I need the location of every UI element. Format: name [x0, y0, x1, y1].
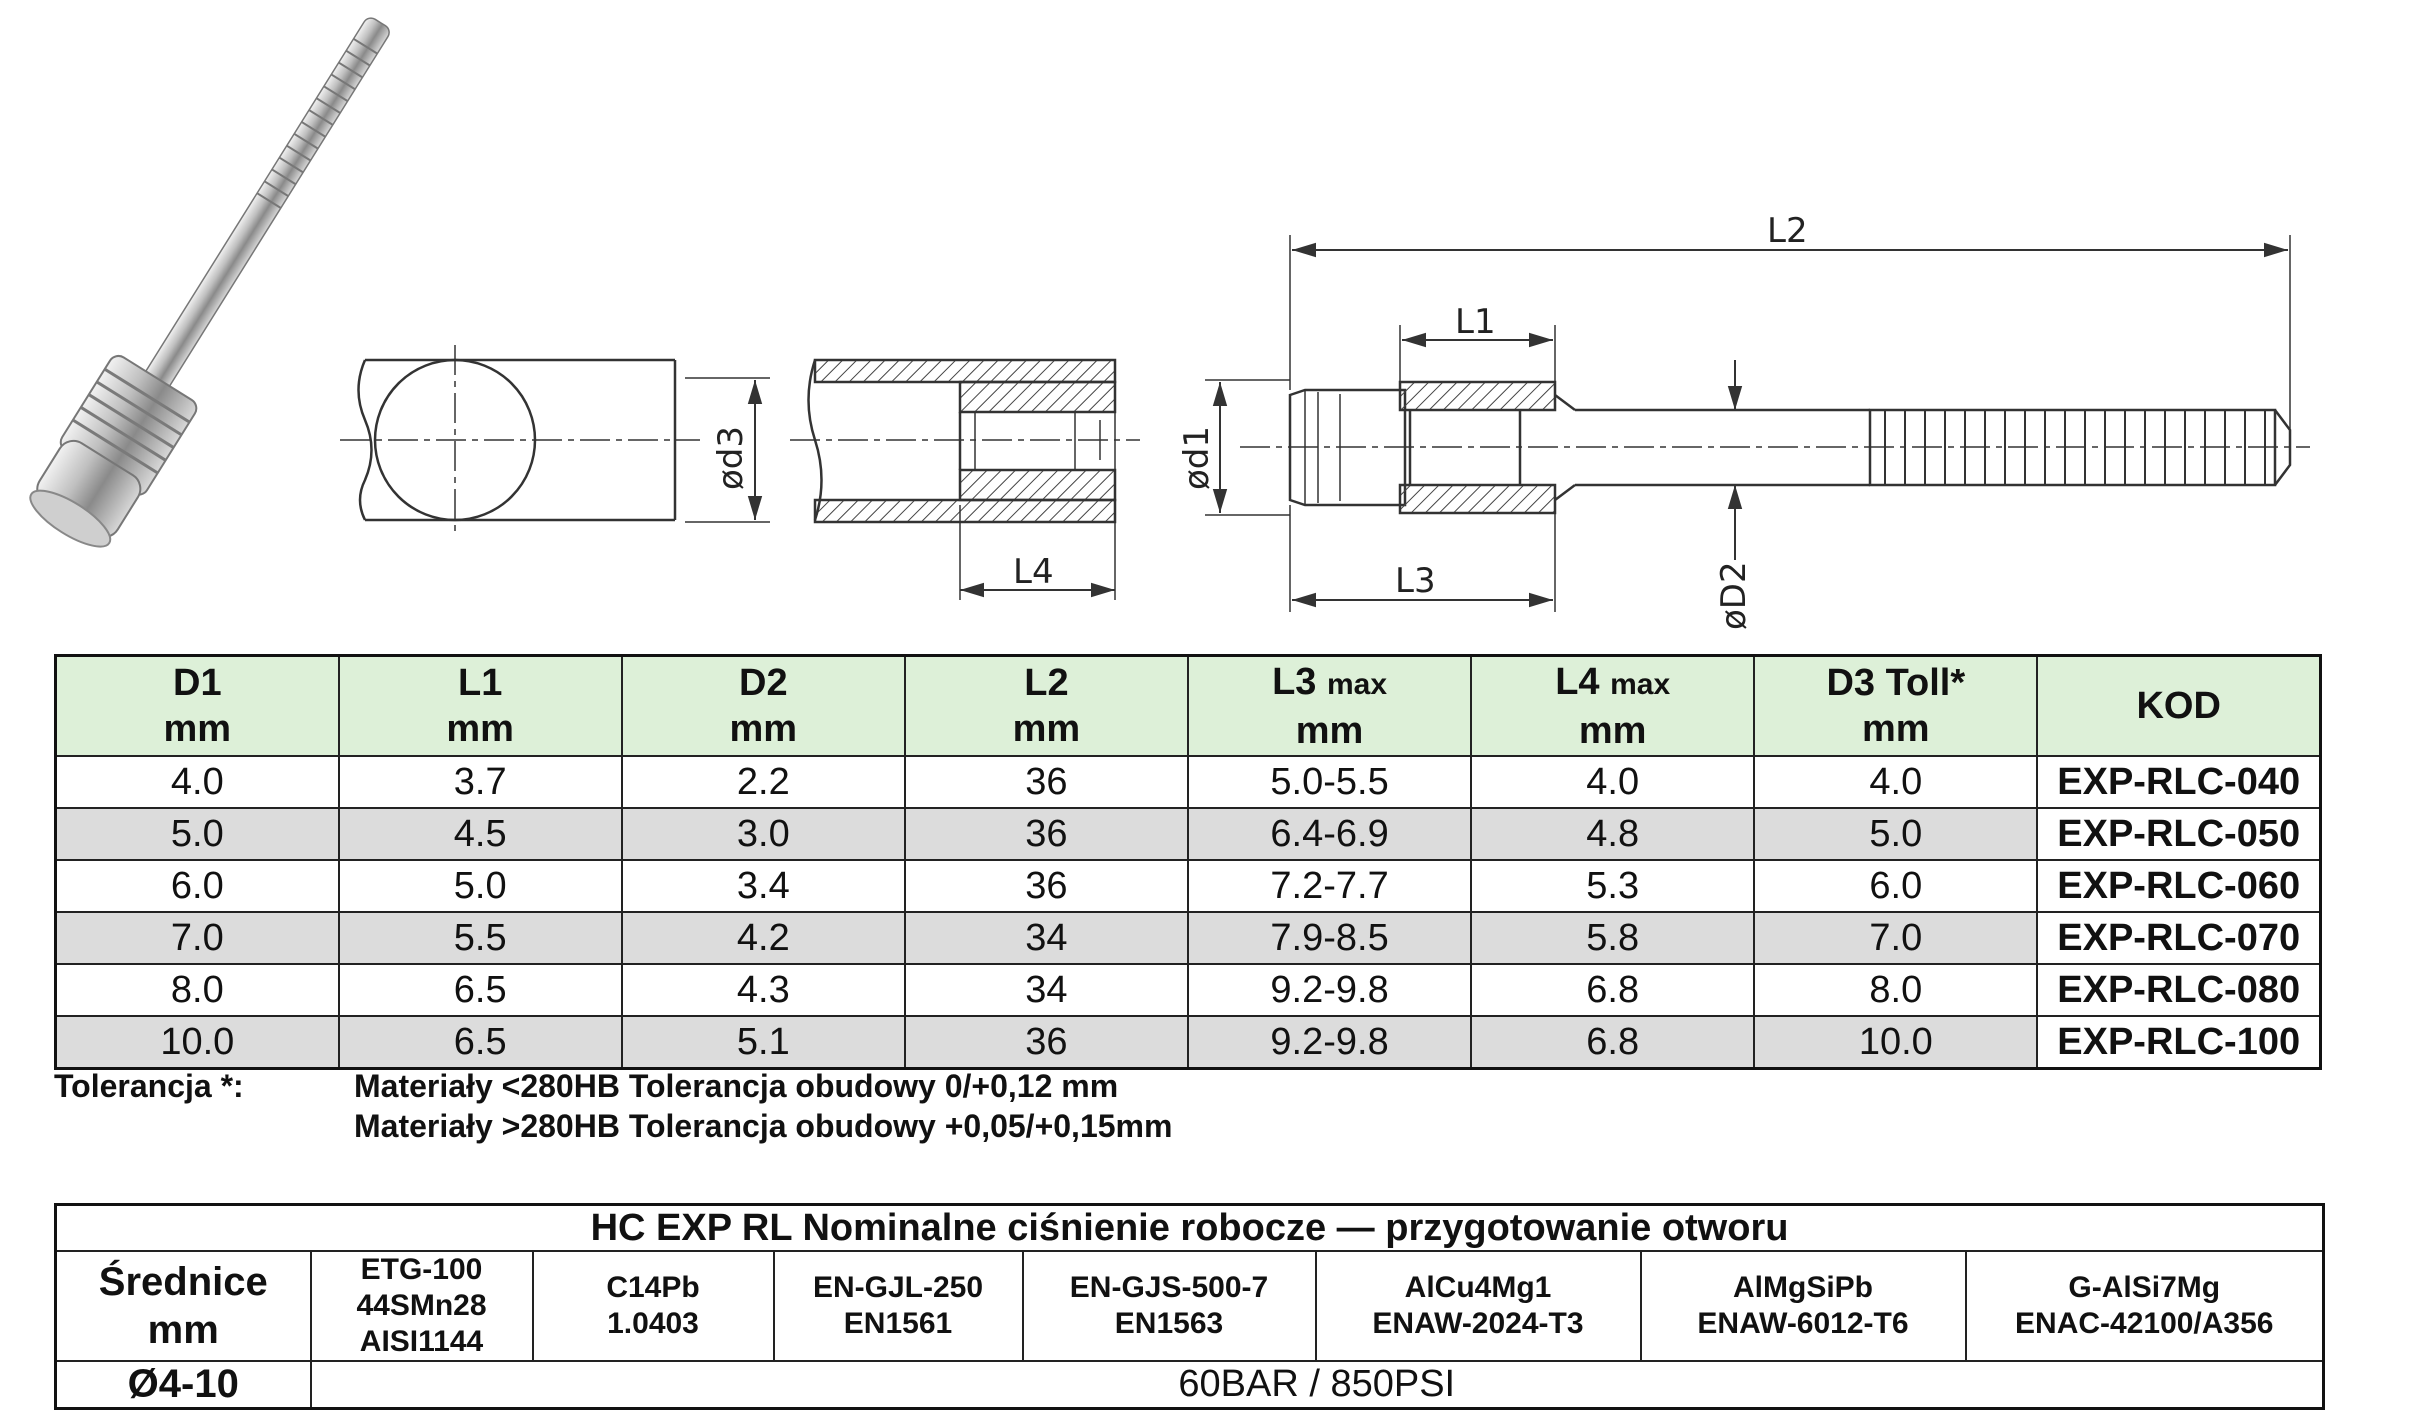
cell-kod: EXP-RLC-100: [2036, 1015, 2322, 1070]
table-row: 8.0 6.5 4.3 34 9.2-9.8 6.8 8.0 EXP-RLC-0…: [54, 963, 2322, 1017]
cell-l2: 36: [903, 859, 1190, 913]
cell-d3: 10.0: [1753, 1015, 2039, 1070]
cell-d3: 4.0: [1753, 755, 2039, 809]
cell-d3: 6.0: [1753, 859, 2039, 913]
dim-label-d1: ød1: [1177, 426, 1217, 490]
table-row: 5.0 4.5 3.0 36 6.4-6.9 4.8 5.0 EXP-RLC-0…: [54, 807, 2322, 861]
cell-d1: 5.0: [54, 807, 340, 861]
cell-d2: 4.2: [620, 911, 906, 965]
cell-l2: 34: [903, 963, 1190, 1017]
cell-l4: 6.8: [1470, 963, 1756, 1017]
cell-l2: 36: [903, 807, 1190, 861]
product-photo: [29, 17, 390, 548]
cell-d2: 3.0: [620, 807, 906, 861]
cell-l1: 3.7: [337, 755, 623, 809]
cell-kod: EXP-RLC-070: [2036, 911, 2322, 965]
cell-d2: 3.4: [620, 859, 906, 913]
cell-d1: 8.0: [54, 963, 340, 1017]
cell-kod: EXP-RLC-050: [2036, 807, 2322, 861]
cell-l4: 5.3: [1470, 859, 1756, 913]
cell-l3: 9.2-9.8: [1186, 1015, 1473, 1070]
tolerance-lines: Materiały <280HB Tolerancja obudowy 0/+0…: [354, 1066, 1172, 1146]
cell-l1: 5.5: [337, 911, 623, 965]
dim-label-d3: ød3: [711, 426, 751, 490]
cell-l3: 7.2-7.7: [1186, 859, 1473, 913]
pressure-table-title: HC EXP RL Nominalne ciśnienie robocze — …: [54, 1203, 2325, 1252]
cell-d2: 5.1: [620, 1015, 906, 1070]
cell-d1: 6.0: [54, 859, 340, 913]
pressure-table: HC EXP RL Nominalne ciśnienie robocze — …: [54, 1203, 2326, 1410]
table-row: 6.0 5.0 3.4 36 7.2-7.7 5.3 6.0 EXP-RLC-0…: [54, 859, 2322, 913]
cell-kod: EXP-RLC-060: [2036, 859, 2322, 913]
column-header: KOD: [2036, 654, 2322, 757]
bore-section-view: [790, 358, 1140, 600]
tolerance-line: Materiały <280HB Tolerancja obudowy 0/+0…: [354, 1068, 1119, 1104]
cell-d3: 7.0: [1753, 911, 2039, 965]
dim-label-l1: L1: [1455, 302, 1496, 342]
cell-d2: 2.2: [620, 755, 906, 809]
cell-d1: 4.0: [54, 755, 340, 809]
cell-l4: 4.8: [1470, 807, 1756, 861]
cell-d3: 5.0: [1753, 807, 2039, 861]
cell-l3: 7.9-8.5: [1186, 911, 1473, 965]
cell-d2: 4.3: [620, 963, 906, 1017]
cell-l2: 36: [903, 755, 1190, 809]
dim-label-d2: øD2: [1714, 561, 1754, 630]
cell-l1: 5.0: [337, 859, 623, 913]
cell-d1: 7.0: [54, 911, 340, 965]
tolerance-label: Tolerancja *:: [54, 1068, 244, 1104]
column-header: D3 Toll*mm: [1753, 654, 2039, 757]
cell-d1: 10.0: [54, 1015, 340, 1070]
dim-label-l4: L4: [1013, 552, 1054, 592]
table-row: 7.0 5.5 4.2 34 7.9-8.5 5.8 7.0 EXP-RLC-0…: [54, 911, 2322, 965]
cell-d3: 8.0: [1753, 963, 2039, 1017]
cell-l4: 6.8: [1470, 1015, 1756, 1070]
cell-l4: 4.0: [1470, 755, 1756, 809]
cell-l3: 6.4-6.9: [1186, 807, 1473, 861]
dim-label-l2: L2: [1767, 211, 1808, 251]
technical-drawings: ød3 L4: [29, 17, 2310, 630]
dim-label-l3: L3: [1395, 561, 1436, 601]
cell-l1: 6.5: [337, 963, 623, 1017]
cell-l1: 6.5: [337, 1015, 623, 1070]
cell-l2: 36: [903, 1015, 1190, 1070]
bore-cross-section-view: [340, 345, 770, 535]
cell-l3: 9.2-9.8: [1186, 963, 1473, 1017]
cell-l2: 34: [903, 911, 1190, 965]
cell-l3: 5.0-5.5: [1186, 755, 1473, 809]
cell-l1: 4.5: [337, 807, 623, 861]
expander-side-view: [1205, 235, 2310, 612]
pressure-value: 60BAR / 850PSI: [309, 1360, 2325, 1410]
tolerance-line: Materiały >280HB Tolerancja obudowy +0,0…: [354, 1108, 1173, 1144]
cell-kod: EXP-RLC-040: [2036, 755, 2322, 809]
diameter-range: Ø4-10: [54, 1360, 312, 1410]
table-row: 10.0 6.5 5.1 36 9.2-9.8 6.8 10.0 EXP-RLC…: [54, 1015, 2322, 1070]
cell-l4: 5.8: [1470, 911, 1756, 965]
table-row: 4.0 3.7 2.2 36 5.0-5.5 4.0 4.0 EXP-RLC-0…: [54, 755, 2322, 809]
cell-kod: EXP-RLC-080: [2036, 963, 2322, 1017]
